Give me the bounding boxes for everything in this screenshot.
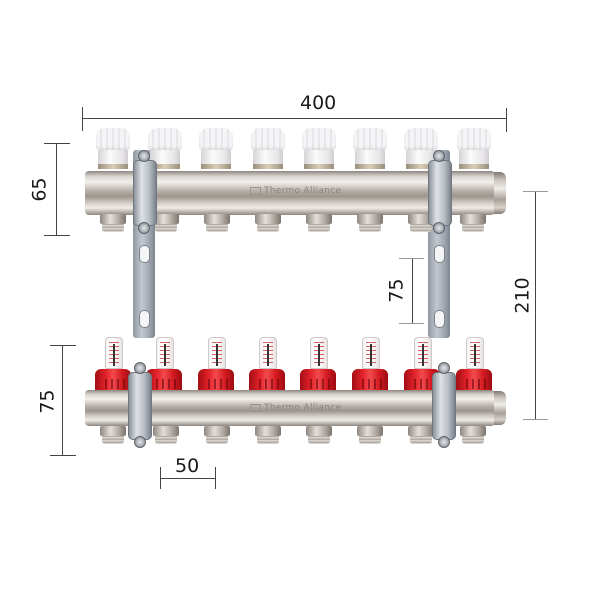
- flow-meter: [300, 337, 336, 395]
- pipe-clamp: [128, 372, 152, 440]
- screw-icon: [438, 362, 450, 374]
- dimension-line: [56, 143, 57, 235]
- outlet-connector: [460, 214, 486, 232]
- pipe-clamp: [133, 160, 157, 226]
- valve-cap: [457, 128, 491, 169]
- dimension-tick: [160, 467, 161, 489]
- bracket-slot: [434, 245, 445, 263]
- dimension-tick: [523, 191, 548, 192]
- dimension-label-bracket-slot: 75: [385, 278, 408, 303]
- dimension-tick: [50, 455, 76, 456]
- bracket-slot: [434, 310, 445, 328]
- dimension-line: [160, 478, 215, 479]
- dimension-tick: [399, 323, 424, 324]
- pipe-clamp: [428, 160, 452, 226]
- outlet-connector: [100, 426, 126, 444]
- bar-end-cap: [494, 391, 506, 425]
- outlet-connector: [204, 214, 230, 232]
- outlet-connector: [100, 214, 126, 232]
- dimension-tick: [399, 258, 424, 259]
- valve-cap: [199, 128, 233, 169]
- flow-meter: [198, 337, 234, 395]
- outlet-connector: [357, 426, 383, 444]
- dimension-line: [535, 191, 536, 420]
- bottom-manifold-bar: [85, 390, 495, 426]
- dimension-label-bottom-height: 75: [36, 389, 59, 414]
- valve-cap: [251, 128, 285, 169]
- screw-icon: [138, 150, 150, 162]
- outlet-connector: [357, 214, 383, 232]
- brand-logo-icon: [250, 186, 261, 195]
- flow-meter: [95, 337, 131, 395]
- screw-icon: [433, 222, 445, 234]
- dimension-tick: [82, 107, 83, 131]
- flow-meter: [352, 337, 388, 395]
- outlet-connector: [153, 426, 179, 444]
- brand-label: Thermo Alliance: [250, 186, 341, 196]
- dimension-label-top-height: 65: [28, 177, 51, 202]
- valve-cap: [302, 128, 336, 169]
- dimension-label-bracket-spacing: 210: [511, 277, 534, 314]
- bracket-slot: [139, 310, 150, 328]
- dimension-label-width: 400: [300, 92, 337, 114]
- dimension-line: [412, 258, 413, 324]
- dimension-label-outlet-pitch: 50: [175, 455, 200, 477]
- dimension-tick: [523, 419, 548, 420]
- screw-icon: [134, 362, 146, 374]
- screw-icon: [438, 436, 450, 448]
- outlet-connector: [306, 426, 332, 444]
- outlet-connector: [306, 214, 332, 232]
- valve-cap: [148, 128, 182, 169]
- screw-icon: [134, 436, 146, 448]
- outlet-connector: [255, 426, 281, 444]
- valve-cap: [353, 128, 387, 169]
- bar-end-cap: [494, 172, 506, 214]
- outlet-connector: [153, 214, 179, 232]
- outlet-connector: [255, 214, 281, 232]
- brand-logo-icon: [250, 403, 261, 412]
- outlet-connector: [204, 426, 230, 444]
- dimension-tick: [506, 108, 507, 132]
- flow-meter: [249, 337, 285, 395]
- valve-cap: [96, 128, 130, 169]
- outlet-connector: [460, 426, 486, 444]
- screw-icon: [138, 222, 150, 234]
- dimension-tick: [50, 345, 76, 346]
- dimension-tick: [44, 143, 70, 144]
- bracket-slot: [139, 245, 150, 263]
- pipe-clamp: [432, 372, 456, 440]
- brand-label: Thermo Alliance: [250, 403, 341, 413]
- outlet-connector: [408, 214, 434, 232]
- flow-meter: [456, 337, 492, 395]
- dimension-tick: [215, 467, 216, 489]
- dimension-line: [62, 345, 63, 455]
- screw-icon: [433, 150, 445, 162]
- dimension-tick: [44, 235, 70, 236]
- dimension-line: [82, 118, 507, 119]
- outlet-connector: [408, 426, 434, 444]
